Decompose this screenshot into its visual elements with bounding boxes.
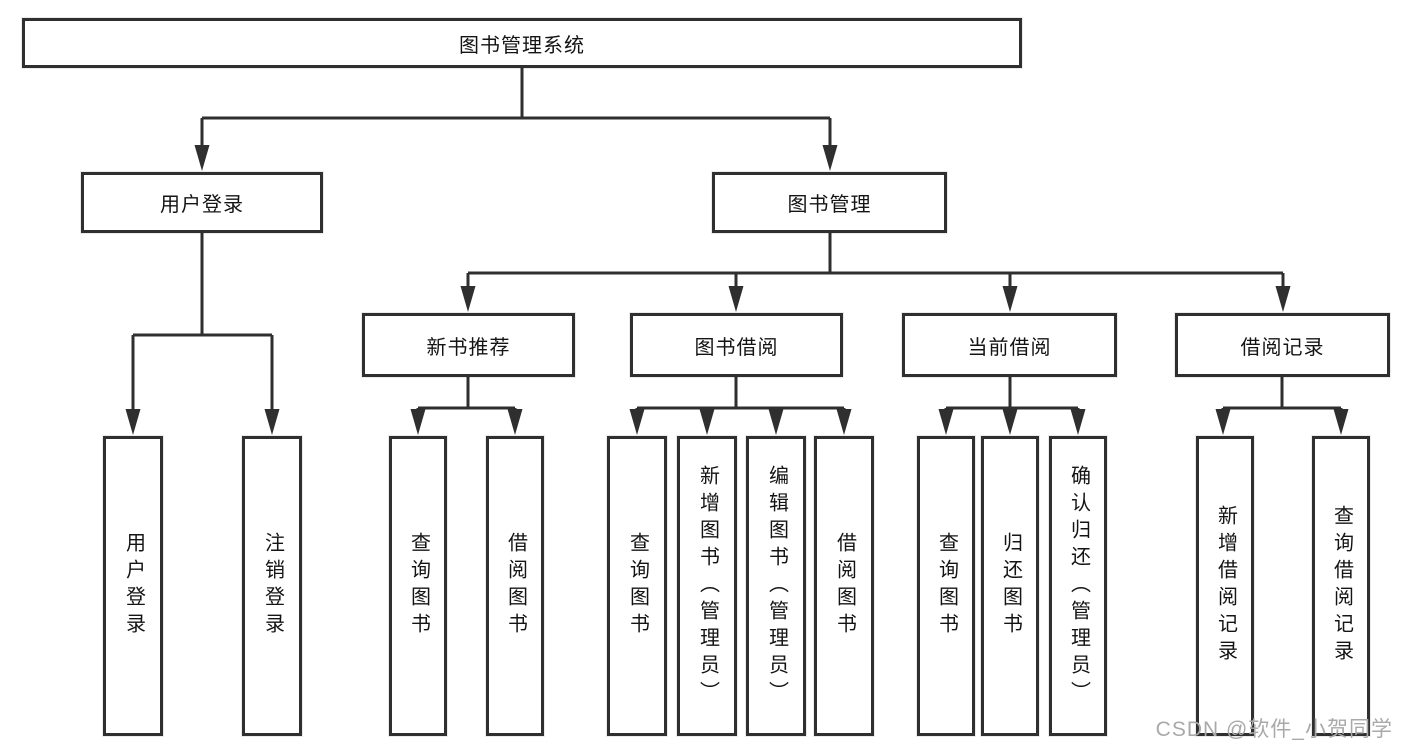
leaf-cb-confirm-return-admin: 确认归还（管理员） (1049, 436, 1107, 736)
node-new-book-recommendation: 新书推荐 (362, 313, 575, 377)
node-label: 新书推荐 (426, 336, 511, 359)
node-borrowing-records: 借阅记录 (1175, 313, 1390, 377)
leaf-bb-borrow-books: 借阅图书 (814, 436, 874, 736)
leaf-label: 新增借阅记录 (1214, 505, 1237, 667)
csdn-watermark: CSDN @软件_小贺同学 (1155, 718, 1393, 741)
leaf-nbr-borrow-books: 借阅图书 (486, 436, 544, 736)
leaf-label: 查询图书 (626, 532, 649, 640)
node-book-borrowing: 图书借阅 (630, 313, 843, 377)
leaf-logout: 注销登录 (242, 436, 302, 736)
leaf-label: 用户登录 (122, 532, 145, 640)
leaf-cb-return-books: 归还图书 (981, 436, 1039, 736)
node-book-management: 图书管理 (712, 172, 947, 233)
leaf-label: 查询图书 (407, 532, 430, 640)
leaf-label: 新增图书（管理员） (696, 464, 719, 708)
leaf-cb-query-books: 查询图书 (917, 436, 975, 736)
leaf-label: 编辑图书（管理员） (765, 464, 788, 708)
node-current-borrowing: 当前借阅 (902, 313, 1117, 377)
leaf-nbr-query-books: 查询图书 (389, 436, 447, 736)
node-label: 图书管理系统 (459, 34, 585, 57)
leaf-br-add-record: 新增借阅记录 (1196, 436, 1254, 736)
node-label: 当前借阅 (967, 336, 1052, 359)
leaf-label: 借阅图书 (504, 532, 527, 640)
leaf-br-query-record: 查询借阅记录 (1312, 436, 1370, 736)
leaf-label: 查询借阅记录 (1330, 505, 1353, 667)
leaf-label: 查询图书 (935, 532, 958, 640)
leaf-user-login: 用户登录 (103, 436, 163, 736)
leaf-bb-add-books-admin: 新增图书（管理员） (677, 436, 737, 736)
leaf-label: 借阅图书 (833, 532, 856, 640)
node-user-login: 用户登录 (81, 172, 323, 233)
node-library-management-system: 图书管理系统 (22, 18, 1022, 68)
leaf-bb-edit-books-admin: 编辑图书（管理员） (746, 436, 806, 736)
leaf-label: 注销登录 (261, 532, 284, 640)
node-label: 图书借阅 (694, 336, 779, 359)
node-label: 用户登录 (160, 194, 244, 216)
node-label: 图书管理 (787, 194, 872, 216)
leaf-label: 归还图书 (999, 532, 1022, 640)
leaf-bb-query-books: 查询图书 (607, 436, 667, 736)
node-label: 借阅记录 (1240, 336, 1325, 359)
leaf-label: 确认归还（管理员） (1067, 464, 1090, 708)
